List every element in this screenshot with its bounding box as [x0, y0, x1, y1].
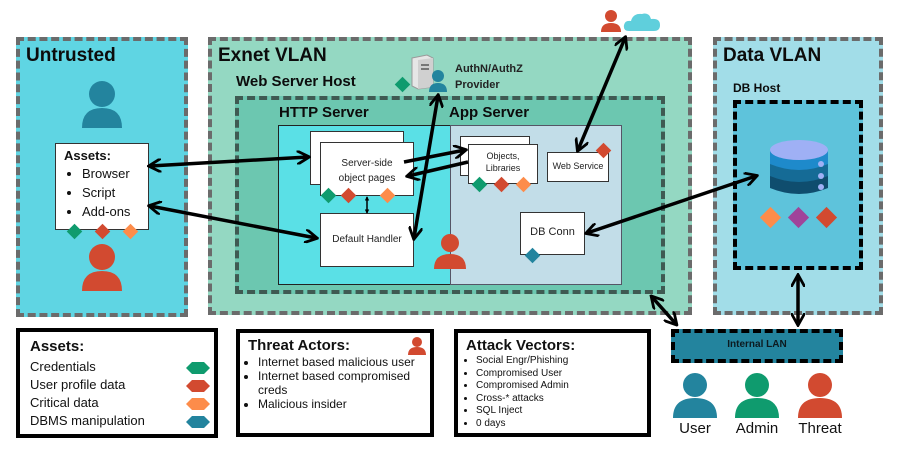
untrusted-assets-title: Assets: [64, 148, 111, 163]
external-threat-person-icon [601, 10, 621, 32]
database-icon [768, 138, 830, 200]
asset-browser: Browser [82, 164, 130, 183]
attack-vector-item: Cross-* attacks [476, 393, 569, 406]
untrusted-assets-box: Assets: Browser Script Add-ons [55, 143, 149, 230]
auth-provider-line1: AuthN/AuthZ [455, 63, 523, 75]
legend-critical: Critical data [30, 395, 99, 410]
attack-vector-item: 0 days [476, 418, 569, 431]
attack-vector-item: Social Engr/Phishing [476, 355, 569, 368]
legend-user-profile: User profile data [30, 377, 126, 392]
threat-actor-item: Internet based malicious user [258, 355, 430, 369]
auth-provider-label: AuthN/AuthZ Provider [455, 61, 523, 93]
assets-legend: Assets: Credentials User profile data Cr… [16, 328, 218, 438]
default-handler-box: Default Handler [320, 213, 414, 267]
server-side-pages-box: Server-side object pages [320, 142, 414, 196]
exnet-vlan-title: Exnet VLAN [218, 45, 327, 66]
attack-vector-item: SQL Inject [476, 405, 569, 418]
threat-actors-legend: Threat Actors: Internet based malicious … [236, 329, 434, 437]
lan-user-person-icon [672, 372, 718, 418]
user-person-icon [80, 80, 124, 130]
untrusted-title: Untrusted [26, 45, 116, 66]
internal-lan-bar: Internal LAN [671, 329, 843, 363]
threat-actor-icon [408, 337, 426, 355]
server-tower-icon [409, 54, 435, 90]
web-service-box: Web Service [547, 152, 609, 182]
threat-actor-item: Malicious insider [258, 397, 430, 411]
objects-libraries-line2: Libraries [485, 163, 521, 173]
threat-actor-item: Internet based compromised creds [258, 369, 430, 397]
assets-legend-title: Assets: [30, 338, 85, 355]
credentials-swatch [186, 362, 210, 374]
objects-libraries-line1: Objects, [486, 151, 520, 161]
attack-vectors-legend: Attack Vectors: Social Engr/Phishing Com… [454, 329, 651, 437]
attack-vectors-title: Attack Vectors: [466, 337, 576, 354]
attack-vector-item: Compromised Admin [476, 380, 569, 393]
asset-script: Script [82, 183, 130, 202]
data-vlan-title: Data VLAN [723, 45, 822, 66]
threat-actors-title: Threat Actors: [248, 337, 350, 354]
web-server-host-title: Web Server Host [236, 73, 356, 90]
internet-cloud-icon [623, 10, 661, 32]
app-server-title: App Server [449, 104, 530, 121]
http-server-title: HTTP Server [279, 104, 369, 121]
db-host-title: DB Host [733, 81, 781, 95]
server-side-pages-line2: object pages [338, 173, 396, 184]
user-profile-swatch [186, 380, 210, 392]
insider-threat-person-icon [433, 233, 467, 269]
dbms-swatch [186, 416, 210, 428]
asset-addons: Add-ons [82, 202, 130, 221]
internal-lan-label: Internal LAN [727, 339, 787, 350]
db-conn-label: DB Conn [530, 226, 575, 238]
auth-admin-person-icon [428, 70, 448, 92]
server-side-pages-line1: Server-side [341, 158, 393, 169]
threat-person-icon [80, 243, 124, 293]
lan-user-label: User [679, 420, 711, 437]
lan-threat-label: Threat [798, 420, 842, 437]
auth-provider-line2: Provider [455, 79, 500, 91]
legend-credentials: Credentials [30, 359, 96, 374]
attack-vector-item: Compromised User [476, 368, 569, 381]
critical-swatch [186, 398, 210, 410]
default-handler-label: Default Handler [332, 234, 402, 245]
lan-admin-label: Admin [735, 420, 779, 437]
lan-admin-person-icon [734, 372, 780, 418]
lan-threat-person-icon [797, 372, 843, 418]
web-service-label: Web Service [552, 161, 604, 171]
legend-dbms: DBMS manipulation [30, 413, 145, 428]
